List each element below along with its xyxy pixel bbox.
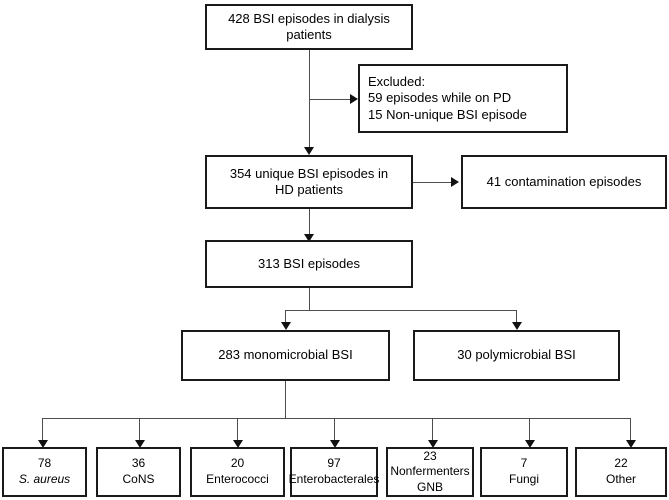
organism-name: Other xyxy=(605,472,636,486)
node-organism-other: 22 Other xyxy=(575,447,667,497)
connector-organism-drop-2 xyxy=(237,418,238,444)
arrowhead-313-to-mono xyxy=(281,322,291,330)
node-bsi-313: 313 BSI episodes xyxy=(205,240,413,288)
node-unique-hd-line2: HD patients xyxy=(275,182,343,197)
node-excluded-line3: 15 Non-unique BSI episode xyxy=(368,106,528,122)
organism-name: Fungi xyxy=(508,472,540,486)
arrowhead-organism-0 xyxy=(38,440,48,448)
arrowhead-313-to-poly xyxy=(512,322,522,330)
connector-mono-stem xyxy=(285,381,286,418)
organism-name: Nonfermenters GNB xyxy=(390,464,470,494)
connector-unique-to-313 xyxy=(309,209,310,238)
arrowhead-organism-3 xyxy=(330,440,340,448)
node-organism-nonfermenters-gnb: 23 Nonfermenters GNB xyxy=(386,447,474,497)
node-organism-s-aureus: 78 S. aureus xyxy=(2,447,87,497)
connector-organism-drop-5 xyxy=(529,418,530,444)
node-organism-cons: 36 CoNS xyxy=(96,447,181,497)
node-polymicrobial-line1: 30 polymicrobial BSI xyxy=(457,347,576,363)
connector-total-to-excluded xyxy=(309,99,353,100)
arrowhead-organism-5 xyxy=(525,440,535,448)
connector-organism-drop-0 xyxy=(42,418,43,444)
organism-count: 97 xyxy=(327,456,341,471)
node-excluded: Excluded: 59 episodes while on PD 15 Non… xyxy=(358,64,568,133)
arrowhead-organism-4 xyxy=(428,440,438,448)
connector-organism-drop-6 xyxy=(630,418,631,444)
node-organism-enterococci: 20 Enterococci xyxy=(190,447,285,497)
arrowhead-unique-to-contamination xyxy=(451,177,459,187)
node-excluded-line1: Excluded: xyxy=(368,74,426,90)
node-total-episodes: 428 BSI episodes in dialysis patients xyxy=(205,4,413,50)
arrowhead-unique-to-313 xyxy=(304,234,314,242)
connector-organism-drop-1 xyxy=(139,418,140,444)
node-contamination-line1: 41 contamination episodes xyxy=(486,173,642,189)
node-monomicrobial-line1: 283 monomicrobial BSI xyxy=(218,347,353,363)
connector-313-stem xyxy=(309,288,310,310)
node-total-episodes-line2: patients xyxy=(286,27,332,42)
connector-organism-drop-4 xyxy=(432,418,433,444)
organism-name: CoNS xyxy=(122,472,155,486)
connector-organism-drop-3 xyxy=(334,418,335,444)
organism-count: 7 xyxy=(520,456,528,471)
node-organism-fungi: 7 Fungi xyxy=(480,447,568,497)
connector-313-to-poly xyxy=(516,310,517,325)
node-monomicrobial: 283 monomicrobial BSI xyxy=(181,330,390,381)
node-excluded-line2: 59 episodes while on PD xyxy=(368,90,512,106)
organism-count: 20 xyxy=(230,456,245,471)
node-unique-hd-line1: 354 unique BSI episodes in xyxy=(229,165,389,181)
node-polymicrobial: 30 polymicrobial BSI xyxy=(413,330,620,381)
arrowhead-total-to-unique xyxy=(304,147,314,155)
organism-name: Enterococci xyxy=(206,472,269,486)
connector-313-to-mono xyxy=(285,310,286,325)
organism-count: 23 xyxy=(423,448,437,463)
node-total-episodes-line1: 428 BSI episodes in dialysis xyxy=(228,10,390,26)
organism-name: Enterobacterales xyxy=(288,472,380,486)
node-organism-enterobacterales: 97 Enterobacterales xyxy=(288,447,380,497)
node-unique-hd: 354 unique BSI episodes in HD patients xyxy=(205,155,413,209)
node-contamination: 41 contamination episodes xyxy=(461,155,667,209)
node-bsi-313-line1: 313 BSI episodes xyxy=(258,255,360,271)
organism-count: 36 xyxy=(131,456,146,471)
connector-unique-to-contamination xyxy=(413,182,454,183)
organism-count: 22 xyxy=(614,456,628,471)
connector-organism-bar xyxy=(42,418,631,419)
organism-count: 78 xyxy=(37,456,52,471)
arrowhead-organism-1 xyxy=(135,440,145,448)
arrowhead-organism-6 xyxy=(626,440,636,448)
organism-name: S. aureus xyxy=(18,472,71,486)
arrowhead-organism-2 xyxy=(233,440,243,448)
connector-313-split-bar xyxy=(285,310,517,311)
arrowhead-total-to-excluded xyxy=(350,94,358,104)
